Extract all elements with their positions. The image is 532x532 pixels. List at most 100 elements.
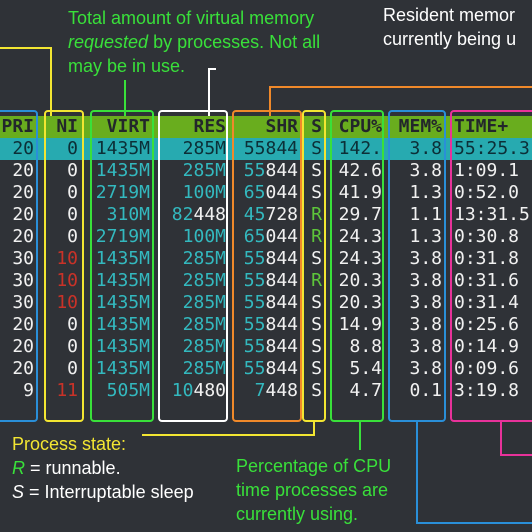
cell-ni: 0 <box>67 226 78 247</box>
header-mem[interactable]: MEM% <box>398 116 442 137</box>
cell-cpu: 8.8 <box>349 336 382 357</box>
cell-cpu: 142. <box>338 138 382 159</box>
time-connector-vertical <box>500 420 502 456</box>
cell-pri: 20 <box>12 138 34 159</box>
cell-cpu: 4.7 <box>349 380 382 401</box>
cell-res: 285M <box>182 138 226 159</box>
cell-time: 1:09.1 <box>454 160 520 181</box>
cell-cpu: 24.3 <box>338 226 382 247</box>
state-annotation-sleep: S = Interruptable sleep <box>12 480 194 504</box>
cell-ni: 11 <box>56 380 78 401</box>
cell-mem: 3.8 <box>409 358 442 379</box>
ni-connector-vertical <box>50 47 52 116</box>
virt-annotation-line2-rest: by processes. Not all <box>148 32 321 52</box>
cell-res: 82448 <box>171 204 226 225</box>
header-s[interactable]: S <box>311 116 322 137</box>
cell-virt: 1435M <box>95 270 150 291</box>
selected-table-row[interactable]: 20 0 1435M 285M 55844 S 142. 3.8 55:25.3 <box>0 138 532 160</box>
cell-pri: 20 <box>12 226 34 247</box>
cell-time: 0:52.0 <box>454 182 520 203</box>
cell-res: 10480 <box>171 380 226 401</box>
cell-shr: 45728 <box>243 204 298 225</box>
cell-cpu: 29.7 <box>338 204 382 225</box>
header-virt[interactable]: VIRT <box>106 116 150 137</box>
header-res[interactable]: RES <box>193 116 226 137</box>
cell-shr: 55844 <box>243 292 298 313</box>
cell-cpu: 5.4 <box>349 358 382 379</box>
state-key-r: R <box>12 458 25 478</box>
cell-pri: 30 <box>12 292 34 313</box>
virt-annotation-line1: Total amount of virtual memory <box>68 8 315 28</box>
cell-s: S <box>311 160 322 181</box>
cell-s: S <box>311 336 322 357</box>
cell-time: 13:31.5 <box>454 204 530 225</box>
header-cpu[interactable]: CPU% <box>338 116 382 137</box>
cell-res: 285M <box>182 270 226 291</box>
cell-shr: 55844 <box>243 358 298 379</box>
header-shr[interactable]: SHR <box>265 116 298 137</box>
cell-shr: 55844 <box>243 248 298 269</box>
virt-annotation-line2: requested by processes. Not all <box>68 30 320 54</box>
cell-shr: 55844 <box>243 160 298 181</box>
cell-time: 0:09.6 <box>454 358 520 379</box>
cell-virt: 1435M <box>95 292 150 313</box>
header-pri[interactable]: PRI <box>1 116 34 137</box>
state-annotation: Process state: R = runnable. S = Interru… <box>12 432 194 504</box>
cell-ni: 10 <box>56 270 78 291</box>
cell-ni: 0 <box>67 182 78 203</box>
cell-cpu: 20.3 <box>338 292 382 313</box>
state-text-r: = runnable. <box>25 458 121 478</box>
cpu-annotation-line2: time processes are <box>236 480 389 500</box>
header-time[interactable]: TIME+ <box>454 116 509 137</box>
cell-ni: 0 <box>67 358 78 379</box>
cell-mem: 1.1 <box>409 204 442 225</box>
cell-pri: 9 <box>23 380 34 401</box>
cell-time: 0:14.9 <box>454 336 520 357</box>
cell-pri: 30 <box>12 248 34 269</box>
table-row[interactable]: 30 10 1435M 285M 55844 S 20.3 3.8 0:31.4 <box>0 292 532 314</box>
cell-shr: 55844 <box>243 336 298 357</box>
virt-annotation: Total amount of virtual memory requested… <box>68 6 320 78</box>
cell-time: 0:30.8 <box>454 226 520 247</box>
cell-shr: 7448 <box>254 380 298 401</box>
virt-annotation-line3: may be in use. <box>68 56 186 76</box>
header-ni[interactable]: NI <box>56 116 78 137</box>
cell-virt: 2719M <box>95 182 150 203</box>
cell-mem: 3.8 <box>409 292 442 313</box>
cell-virt: 1435M <box>95 358 150 379</box>
cell-res: 285M <box>182 292 226 313</box>
cell-virt: 1435M <box>95 138 150 159</box>
cell-mem: 0.1 <box>409 380 442 401</box>
cell-res: 285M <box>182 314 226 335</box>
cell-mem: 3.8 <box>409 248 442 269</box>
cell-mem: 3.8 <box>409 160 442 181</box>
cell-mem: 3.8 <box>409 270 442 291</box>
cell-time: 0:31.4 <box>454 292 520 313</box>
mem-connector-horizontal <box>416 522 532 524</box>
cell-s: S <box>311 248 322 269</box>
cell-pri: 20 <box>12 336 34 357</box>
cell-s: S <box>311 182 322 203</box>
shr-connector-vertical <box>269 86 271 116</box>
time-connector-horizontal <box>500 454 532 456</box>
cell-ni: 10 <box>56 292 78 313</box>
cell-virt: 2719M <box>95 226 150 247</box>
cell-s: R <box>311 270 322 291</box>
cell-cpu: 14.9 <box>338 314 382 335</box>
cell-s: S <box>311 292 322 313</box>
cell-virt: 1435M <box>95 336 150 357</box>
cell-cpu: 41.9 <box>338 182 382 203</box>
cell-virt: 1435M <box>95 160 150 181</box>
state-annotation-runnable: R = runnable. <box>12 456 194 480</box>
cell-time: 3:19.8 <box>454 380 520 401</box>
